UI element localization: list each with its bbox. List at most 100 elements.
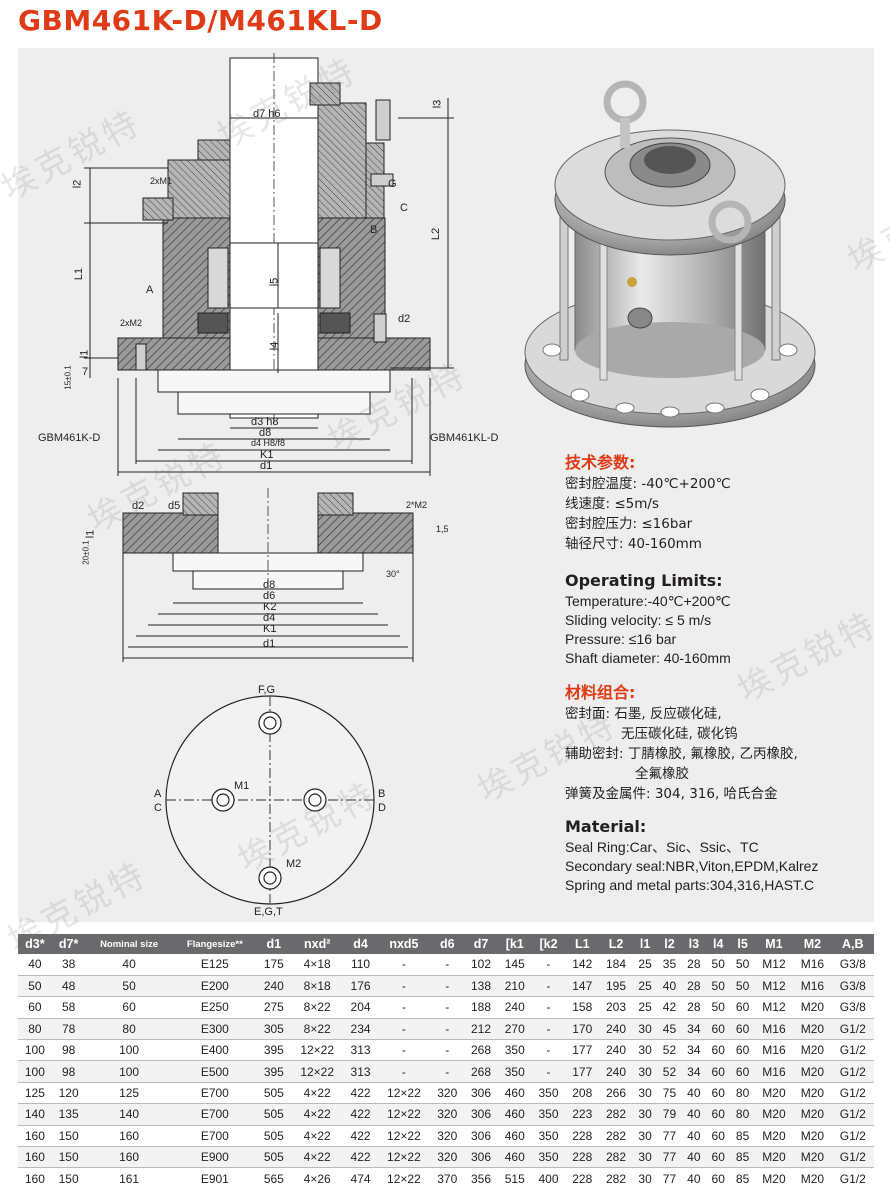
table-cell: 150 xyxy=(51,1125,86,1148)
flange-plan-view xyxy=(165,695,375,905)
table-cell: - xyxy=(531,1039,566,1062)
table-cell: 282 xyxy=(599,1146,633,1169)
table-cell: 60 xyxy=(706,1060,731,1083)
label-mid-d5: d5 xyxy=(168,500,181,512)
label-mid-K1: K1 xyxy=(263,623,277,635)
table-cell: 38 xyxy=(51,954,86,976)
table-cell: 161 xyxy=(85,1167,173,1188)
table-cell: 460 xyxy=(497,1125,532,1148)
table-cell: M12 xyxy=(754,975,794,998)
table-cell: 177 xyxy=(565,1060,600,1083)
table-cell: 60 xyxy=(706,1103,731,1126)
table-cell: 422 xyxy=(343,1103,378,1126)
table-cell: E400 xyxy=(172,1039,257,1062)
table-header-cell: Nominal size xyxy=(85,934,173,954)
table-cell: 40 xyxy=(681,1167,707,1188)
table-cell: M20 xyxy=(793,1146,832,1169)
table-cell: 80 xyxy=(730,1082,755,1105)
table-cell: 505 xyxy=(256,1082,291,1105)
table-cell: 110 xyxy=(343,954,378,976)
table-cell: 350 xyxy=(531,1082,566,1105)
table-cell: - xyxy=(377,1039,431,1062)
material-cn-heading: 材料组合: xyxy=(565,683,636,702)
table-cell: 370 xyxy=(430,1167,465,1188)
table-cell: M20 xyxy=(754,1125,794,1148)
label-mid-d4: d4 xyxy=(263,612,276,624)
table-cell: M20 xyxy=(754,1167,794,1188)
table-cell: - xyxy=(531,975,566,998)
label-L2: L2 xyxy=(430,227,443,241)
table-cell: 4×26 xyxy=(290,1167,344,1188)
table-cell: 422 xyxy=(343,1082,378,1105)
table-cell: 50 xyxy=(706,996,731,1019)
table-cell: 138 xyxy=(464,975,498,998)
table-cell: 100 xyxy=(18,1039,52,1062)
table-cell: 50 xyxy=(706,954,731,976)
table-cell: 320 xyxy=(430,1082,465,1105)
table-cell: - xyxy=(531,1060,566,1083)
label-FG: F,G xyxy=(258,684,276,696)
table-cell: 306 xyxy=(464,1103,498,1126)
label-d7h6: d7 h6 xyxy=(253,108,281,120)
label-d8-top: d8 xyxy=(259,427,272,439)
spec-en-line: Sliding velocity: ≤ 5 m/s xyxy=(565,612,712,628)
table-header-cell: l3 xyxy=(681,934,707,954)
table-cell: 60 xyxy=(18,996,52,1019)
table-cell: 30 xyxy=(632,1125,658,1148)
table-cell: - xyxy=(430,1018,465,1041)
label-mid-d6: d6 xyxy=(263,590,276,602)
table-cell: 177 xyxy=(565,1039,600,1062)
table-cell: 30 xyxy=(632,1039,658,1062)
table-cell: 35 xyxy=(657,954,682,976)
table-cell: 422 xyxy=(343,1125,378,1148)
table-cell: E900 xyxy=(172,1146,257,1169)
table-cell: - xyxy=(377,1018,431,1041)
table-cell: 34 xyxy=(681,1060,707,1083)
tech-params-heading: 技术参数: xyxy=(565,453,636,472)
table-cell: 140 xyxy=(18,1103,52,1126)
table-cell: 58 xyxy=(51,996,86,1019)
table-cell: 30 xyxy=(632,1082,658,1105)
table-cell: 40 xyxy=(85,954,173,976)
table-cell: M20 xyxy=(793,1018,832,1041)
table-cell: 98 xyxy=(51,1039,86,1062)
table-cell: 12×22 xyxy=(377,1103,431,1126)
table-cell: 60 xyxy=(730,1060,755,1083)
table-cell: 40 xyxy=(18,954,52,976)
table-cell: 12×22 xyxy=(290,1060,344,1083)
label-L1: L1 xyxy=(73,267,86,281)
table-cell: M20 xyxy=(754,1103,794,1126)
table-cell: 30 xyxy=(632,1167,658,1188)
table-cell: M16 xyxy=(793,954,832,976)
table-cell: 270 xyxy=(497,1018,532,1041)
table-cell: 400 xyxy=(531,1167,566,1188)
table-cell: - xyxy=(430,1039,465,1062)
table-cell: 40 xyxy=(657,975,682,998)
label-l2-left: l2 xyxy=(71,179,84,189)
table-cell: 50 xyxy=(730,954,755,976)
table-cell: 40 xyxy=(681,1082,707,1105)
table-cell: E700 xyxy=(172,1103,257,1126)
table-cell: 40 xyxy=(681,1103,707,1126)
label-2xM1: 2xM1 xyxy=(150,176,173,186)
table-cell: G1/2 xyxy=(831,1167,874,1188)
label-l5: l5 xyxy=(268,277,281,287)
material-en-line: Spring and metal parts:304,316,HAST.C xyxy=(565,877,815,893)
table-cell: 60 xyxy=(730,1039,755,1062)
table-cell: - xyxy=(377,1060,431,1083)
table-cell: 313 xyxy=(343,1060,378,1083)
table-cell: 275 xyxy=(256,996,291,1019)
page-title: GBM461K-D/M461KL-D xyxy=(18,4,383,37)
table-cell: M20 xyxy=(793,1103,832,1126)
table-cell: G1/2 xyxy=(831,1125,874,1148)
table-header-cell: nxd5 xyxy=(377,934,431,954)
table-cell: 75 xyxy=(657,1082,682,1105)
table-cell: 208 xyxy=(565,1082,600,1105)
table-header-cell: Flangesize** xyxy=(172,934,257,954)
